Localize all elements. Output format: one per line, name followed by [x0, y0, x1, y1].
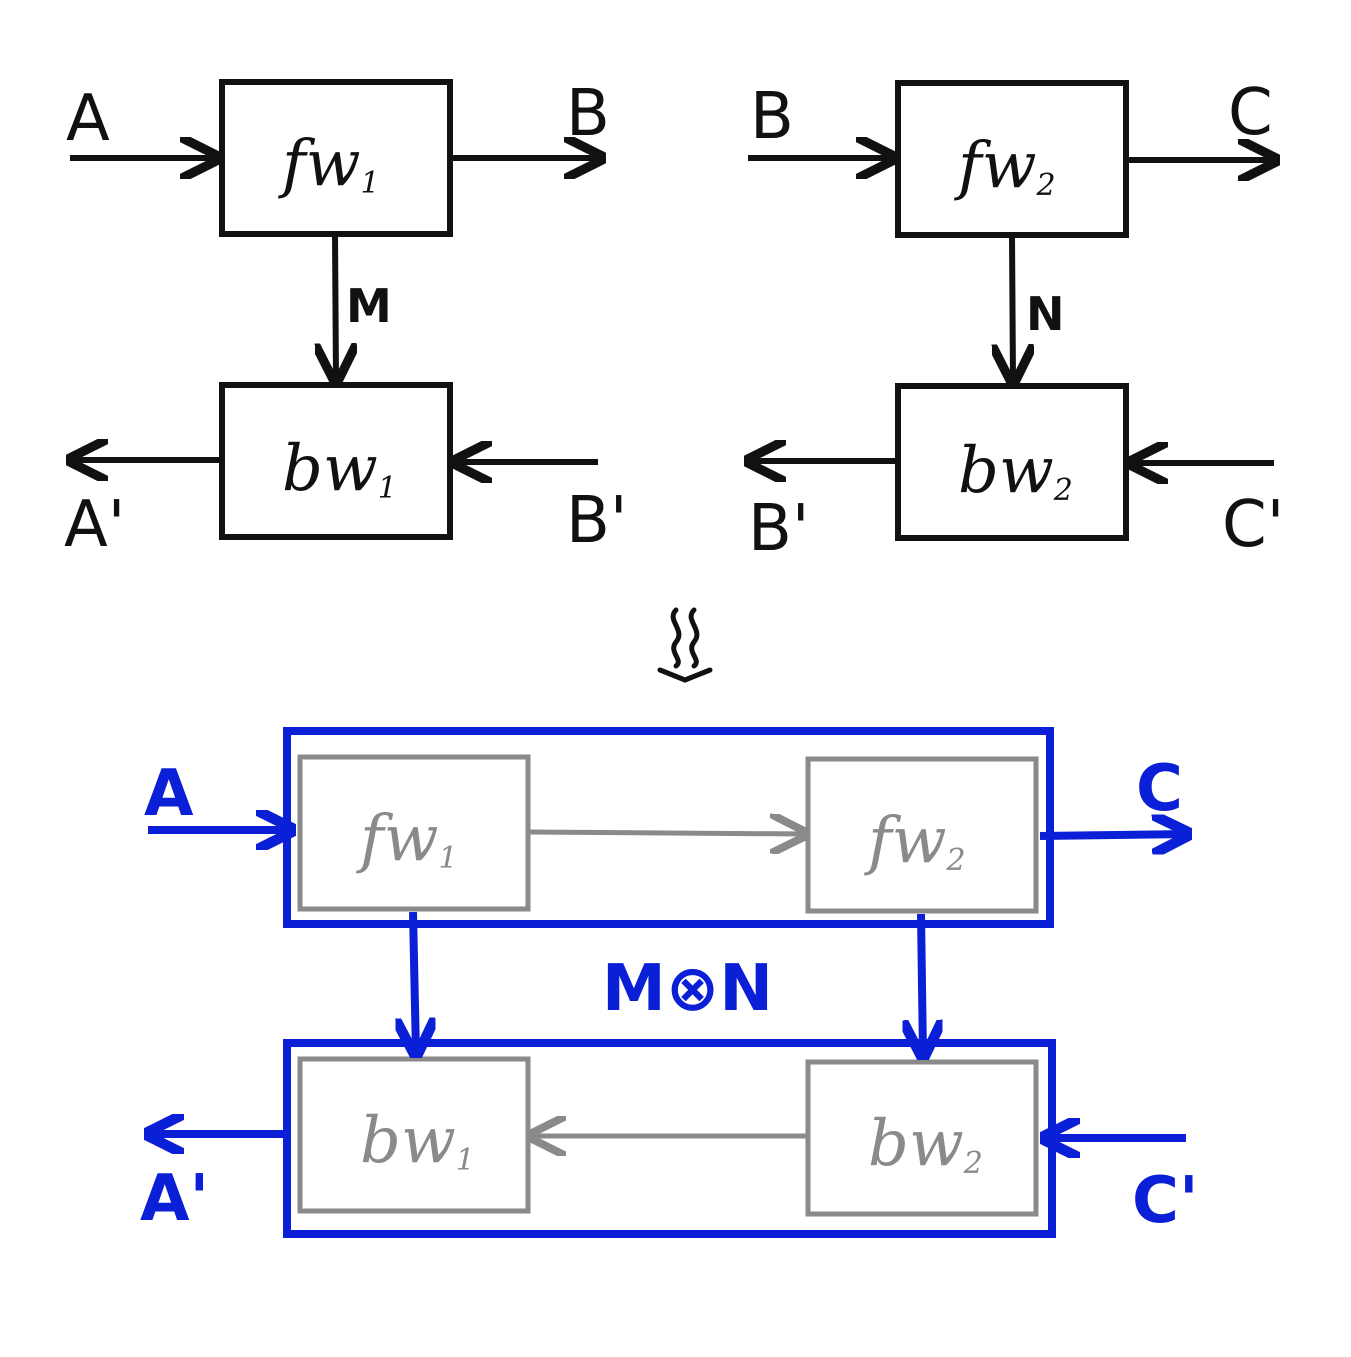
internal-fw-wire — [527, 832, 806, 834]
composite-lens: fw1 fw2 bw1 bw2 A C M⊗N A' C' — [140, 727, 1199, 1238]
composite-output-c-arrow — [1039, 834, 1188, 836]
composite-label-m-tensor-n: M⊗N — [602, 952, 773, 1026]
fw2-label: fw2 — [954, 129, 1056, 203]
residual-m-arrow — [335, 233, 336, 381]
composite-residual-arrow-2 — [921, 913, 923, 1056]
composite-label-a-prime: A' — [140, 1162, 209, 1236]
composite-bw1-label: bw1 — [360, 1104, 475, 1178]
bw1-label: bw1 — [282, 432, 397, 506]
label-a: A — [66, 82, 110, 156]
label-b-input: B — [750, 80, 794, 154]
composite-label-c: C — [1136, 752, 1183, 826]
composite-fw2-label: fw2 — [864, 804, 966, 878]
lens-2: fw2 bw2 B C N B' C' — [748, 76, 1284, 566]
composite-bw2-label: bw2 — [868, 1107, 983, 1181]
residual-n-arrow — [1012, 234, 1013, 382]
lens-1: fw1 bw1 A B M A' B' — [64, 77, 628, 562]
fw1-label: fw1 — [278, 127, 380, 201]
label-a-prime: A' — [64, 488, 125, 562]
composite-label-a: A — [144, 757, 194, 831]
label-c-prime: C' — [1222, 488, 1284, 562]
label-c: C — [1228, 76, 1273, 150]
label-n: N — [1026, 287, 1065, 341]
label-b: B — [566, 77, 610, 151]
composite-residual-arrow-1 — [413, 911, 416, 1054]
approx-equivalence-icon — [657, 607, 713, 683]
label-b-prime: B' — [566, 484, 628, 558]
bw2-label: bw2 — [958, 434, 1073, 508]
label-b-prime-output: B' — [748, 492, 810, 566]
label-m: M — [346, 279, 392, 333]
composite-label-c-prime: C' — [1132, 1164, 1199, 1238]
composite-fw1-label: fw1 — [356, 802, 458, 876]
